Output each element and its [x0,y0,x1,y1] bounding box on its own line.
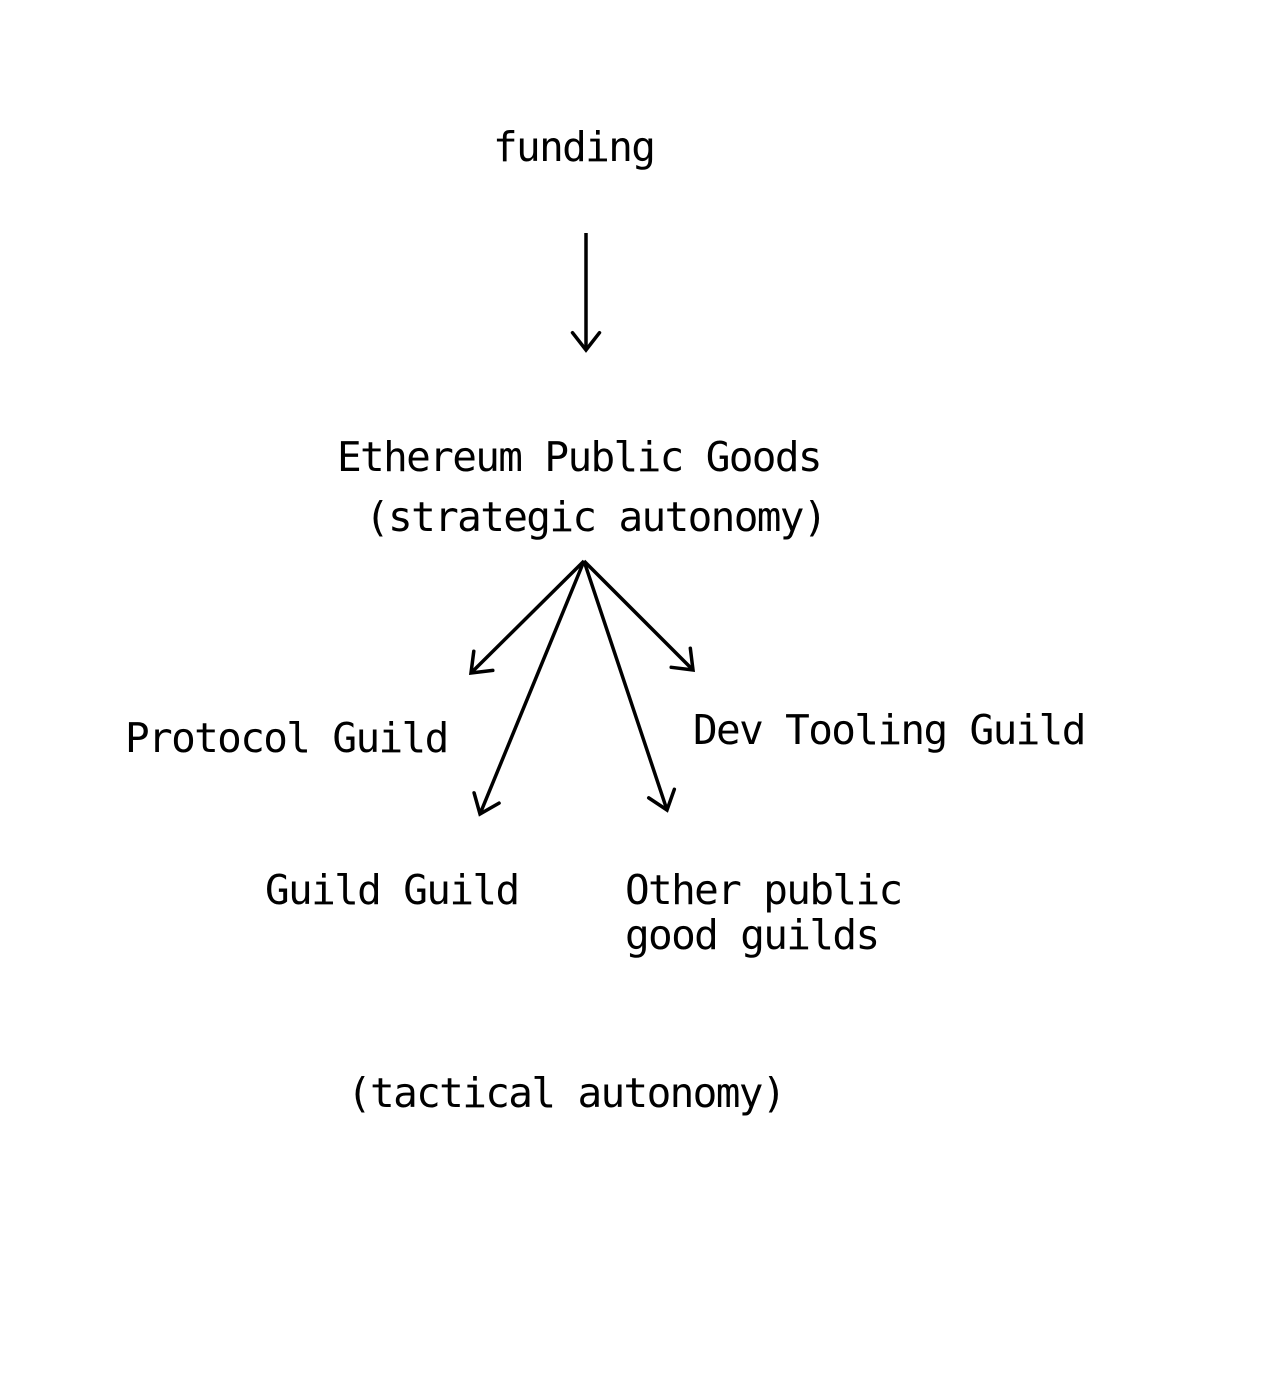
node-strategic-autonomy-subtitle: (strategic autonomy) [365,493,828,541]
node-guild-guild: Guild Guild [265,866,520,914]
node-ethereum-public-goods: Ethereum Public Goods [337,433,823,481]
edge-hub-to-guild-guild [472,560,586,817]
edge-hub-to-protocol-guild [468,559,586,676]
node-funding: funding [493,123,656,171]
node-other-public-good-guilds: Other public good guilds [625,866,903,959]
node-protocol-guild: Protocol Guild [125,714,449,762]
edge-hub-to-other-guilds [582,560,677,813]
node-tactical-autonomy-footnote: (tactical autonomy) [347,1069,786,1117]
node-dev-tooling-guild: Dev Tooling Guild [693,706,1086,754]
edge-hub-to-dev-tooling-guild [582,559,696,673]
